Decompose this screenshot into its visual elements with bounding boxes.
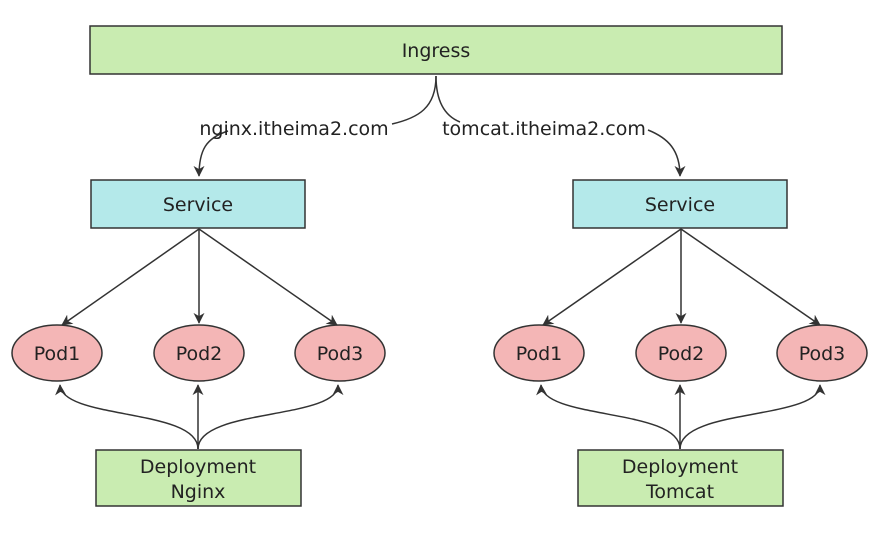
- pod-node-1: Pod1: [493, 324, 585, 382]
- service-node-tomcat: Service: [572, 179, 788, 229]
- service-to-pod1-edge: [542, 228, 682, 326]
- pod-node-1: Pod1: [11, 324, 103, 382]
- service-to-pod1-edge: [61, 228, 200, 326]
- deployment-app-name: Tomcat: [645, 481, 714, 503]
- service-group-tomcat: Service Pod1 Pod2 Pod3 Deployment Tomcat: [493, 179, 868, 507]
- deployment-to-pod1-edge: [536, 384, 681, 450]
- service-group-nginx: Service Pod1 Pod2 Pod3 Deployment Nginx: [11, 179, 386, 507]
- pod-node-2: Pod2: [153, 324, 245, 382]
- deployment-node-tomcat: Deployment Tomcat: [577, 449, 784, 507]
- route-host-tomcat: tomcat.itheima2.com: [442, 118, 646, 140]
- deployment-to-pod1-edge: [55, 384, 199, 450]
- route-edge-nginx: nginx.itheima2.com: [193, 75, 437, 177]
- pod-label: Pod2: [658, 343, 705, 365]
- pod-node-3: Pod3: [776, 324, 868, 382]
- route-edge-tomcat: tomcat.itheima2.com: [435, 75, 686, 177]
- deployment-title: Deployment: [622, 456, 738, 478]
- pod-node-2: Pod2: [635, 324, 727, 382]
- pod-label: Pod3: [799, 343, 846, 365]
- service-to-pod3-edge: [198, 228, 338, 326]
- route-host-nginx: nginx.itheima2.com: [199, 118, 388, 140]
- ingress-node: Ingress: [89, 25, 783, 75]
- pod-label: Pod1: [516, 343, 563, 365]
- pod-label: Pod2: [176, 343, 223, 365]
- deployment-to-pod3-edge: [679, 384, 826, 450]
- pod-label: Pod3: [317, 343, 364, 365]
- deployment-to-pod3-edge: [197, 384, 344, 450]
- pod-node-3: Pod3: [294, 324, 386, 382]
- pod-label: Pod1: [34, 343, 81, 365]
- service-to-pod3-edge: [680, 228, 821, 326]
- service-node-nginx: Service: [90, 179, 306, 229]
- service-label: Service: [645, 194, 715, 216]
- ingress-label: Ingress: [402, 40, 471, 62]
- service-label: Service: [163, 194, 233, 216]
- deployment-node-nginx: Deployment Nginx: [95, 449, 302, 507]
- deployment-title: Deployment: [140, 456, 256, 478]
- deployment-app-name: Nginx: [171, 481, 226, 503]
